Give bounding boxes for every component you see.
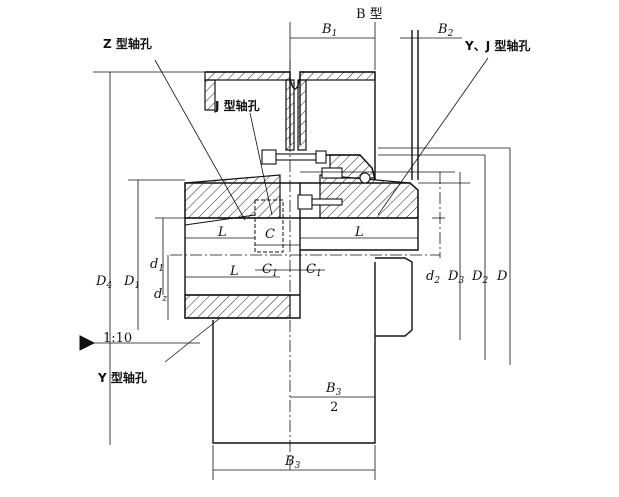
dim-c: C xyxy=(265,227,275,242)
dim-c1-right: C1 xyxy=(306,262,322,279)
hatched-sections xyxy=(184,71,419,319)
center-lines xyxy=(170,60,441,470)
right-hub-top-hatch xyxy=(319,174,419,219)
bolt-head-lower xyxy=(297,194,313,210)
dim-b2: B2 xyxy=(437,22,454,39)
dim-l-left: L xyxy=(217,225,227,240)
left-hub-bottom-hatch xyxy=(184,294,291,319)
dim-d2: d2 xyxy=(426,269,440,286)
dimension-labels: B1 B2 B3 B3 2 D4 D1 d1 dz d2 D3 D2 D L L… xyxy=(95,22,508,471)
bolts xyxy=(261,149,371,210)
seal-ring xyxy=(359,172,371,184)
dimension-lines xyxy=(88,22,511,480)
dim-b3: B3 xyxy=(284,454,301,471)
drum-rim-right-hatch xyxy=(299,71,376,81)
dim-l-lower: L xyxy=(229,264,239,279)
drum-rim-left-hatch xyxy=(204,71,291,81)
nut-left xyxy=(315,150,327,164)
taper-label: 1:10 xyxy=(103,331,132,346)
bolt-head-left xyxy=(261,149,277,165)
gear-tooth xyxy=(321,167,343,179)
dim-l-right: L xyxy=(354,225,364,240)
bolt-shank-lower xyxy=(311,198,343,206)
dim-dz: dz xyxy=(154,287,167,304)
left-hub-top-hatch xyxy=(184,174,281,219)
leader-yj-bore xyxy=(377,57,489,216)
y-bore-label: Y 型轴孔 xyxy=(97,370,147,385)
dim-b3-half-num: B3 xyxy=(325,381,342,398)
leader-y-bore xyxy=(164,317,221,363)
leader-z-bore xyxy=(154,59,246,221)
bolt-shank-left xyxy=(275,153,317,161)
drum-lip-hatch xyxy=(204,79,216,111)
yj-bore-label: Y、J 型轴孔 xyxy=(464,38,530,53)
dim-d1: d1 xyxy=(150,257,164,274)
leader-j-bore xyxy=(249,112,273,216)
dim-d-cap: D xyxy=(496,269,508,284)
dim-d3-cap: D3 xyxy=(447,269,464,286)
dim-d4: D4 xyxy=(95,274,112,291)
z-bore-label: Z 型轴孔 xyxy=(103,36,152,51)
dim-d2-cap: D2 xyxy=(471,269,488,286)
dim-b3-half-den: 2 xyxy=(330,400,338,415)
right-hub-flange xyxy=(375,257,413,337)
j-bore-label: J 型轴孔 xyxy=(214,98,260,113)
dim-b1: B1 xyxy=(321,22,337,39)
dim-c1-left: C1 xyxy=(262,262,278,279)
dim-d1-cap: D1 xyxy=(123,274,140,291)
lower-cylinder-outline xyxy=(212,262,376,444)
drum-web-right-hatch xyxy=(297,79,307,151)
taper-triangle-icon xyxy=(79,335,96,351)
b-type-label: B 型 xyxy=(356,7,383,22)
